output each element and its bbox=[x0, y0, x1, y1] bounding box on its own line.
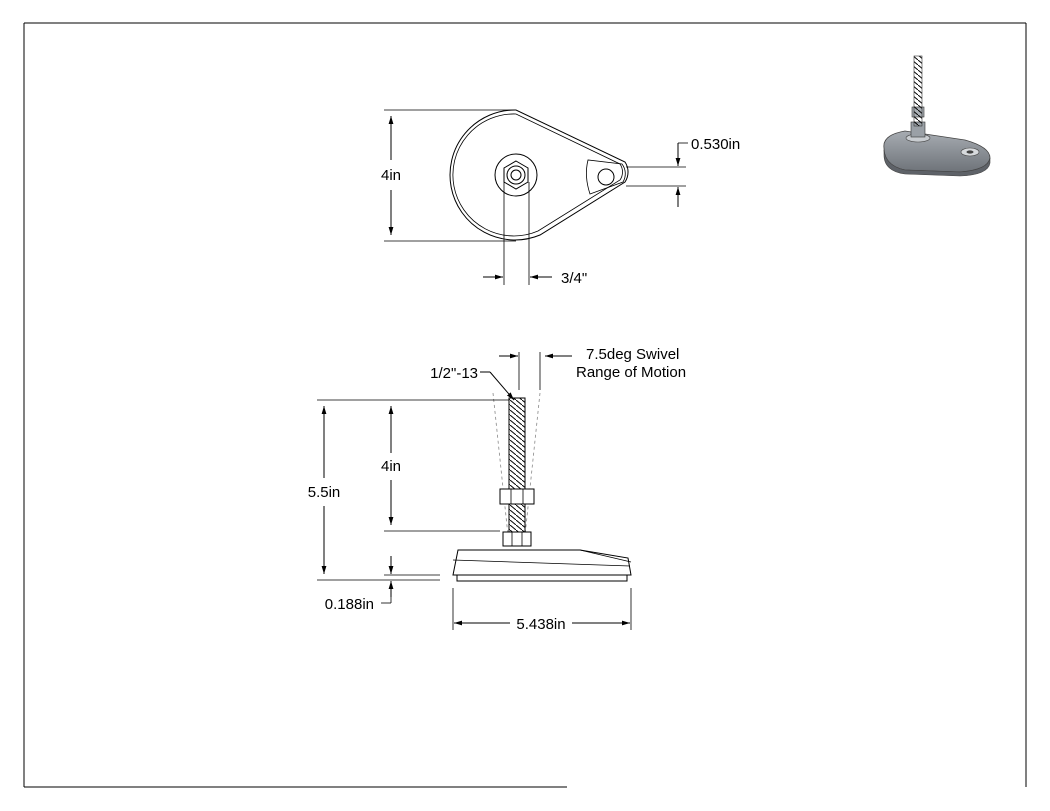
sheet-border bbox=[23, 22, 1027, 788]
jam-nut bbox=[499, 488, 535, 505]
rubber-pad bbox=[456, 574, 628, 582]
ear-pocket bbox=[586, 159, 626, 195]
swivel-label-line1: 7.5deg Swivel bbox=[586, 346, 679, 363]
leveling-foot-3d-icon bbox=[883, 55, 991, 177]
side-view: 1/2"-13 7.5deg Swivel Range of Motion 5.… bbox=[308, 346, 686, 633]
top-view: 4in 0.530in 3/4" bbox=[381, 109, 740, 287]
pad-thickness-label: 0.188in bbox=[325, 596, 374, 613]
ear-hole bbox=[597, 168, 615, 186]
swivel-label-line2: Range of Motion bbox=[576, 364, 686, 381]
hex-nut-top bbox=[503, 160, 529, 190]
overall-height-label: 5.5in bbox=[308, 484, 341, 501]
base-width-label: 5.438in bbox=[516, 616, 565, 633]
nut-size-label: 3/4" bbox=[561, 270, 587, 287]
stud-height-label: 4in bbox=[381, 458, 401, 475]
thread-label: 1/2"-13 bbox=[430, 365, 478, 382]
base-nut bbox=[502, 531, 532, 547]
base-outline-top bbox=[449, 109, 629, 241]
nut-washer-circle bbox=[494, 153, 538, 197]
threaded-stud bbox=[508, 397, 526, 539]
stud-inner-circle bbox=[510, 169, 522, 181]
base-body-side bbox=[452, 549, 632, 576]
stud-outer-circle bbox=[506, 165, 526, 185]
top-height-label: 4in bbox=[381, 167, 401, 184]
ear-hole-label: 0.530in bbox=[691, 136, 740, 153]
base-inner-outline-top bbox=[452, 113, 623, 237]
